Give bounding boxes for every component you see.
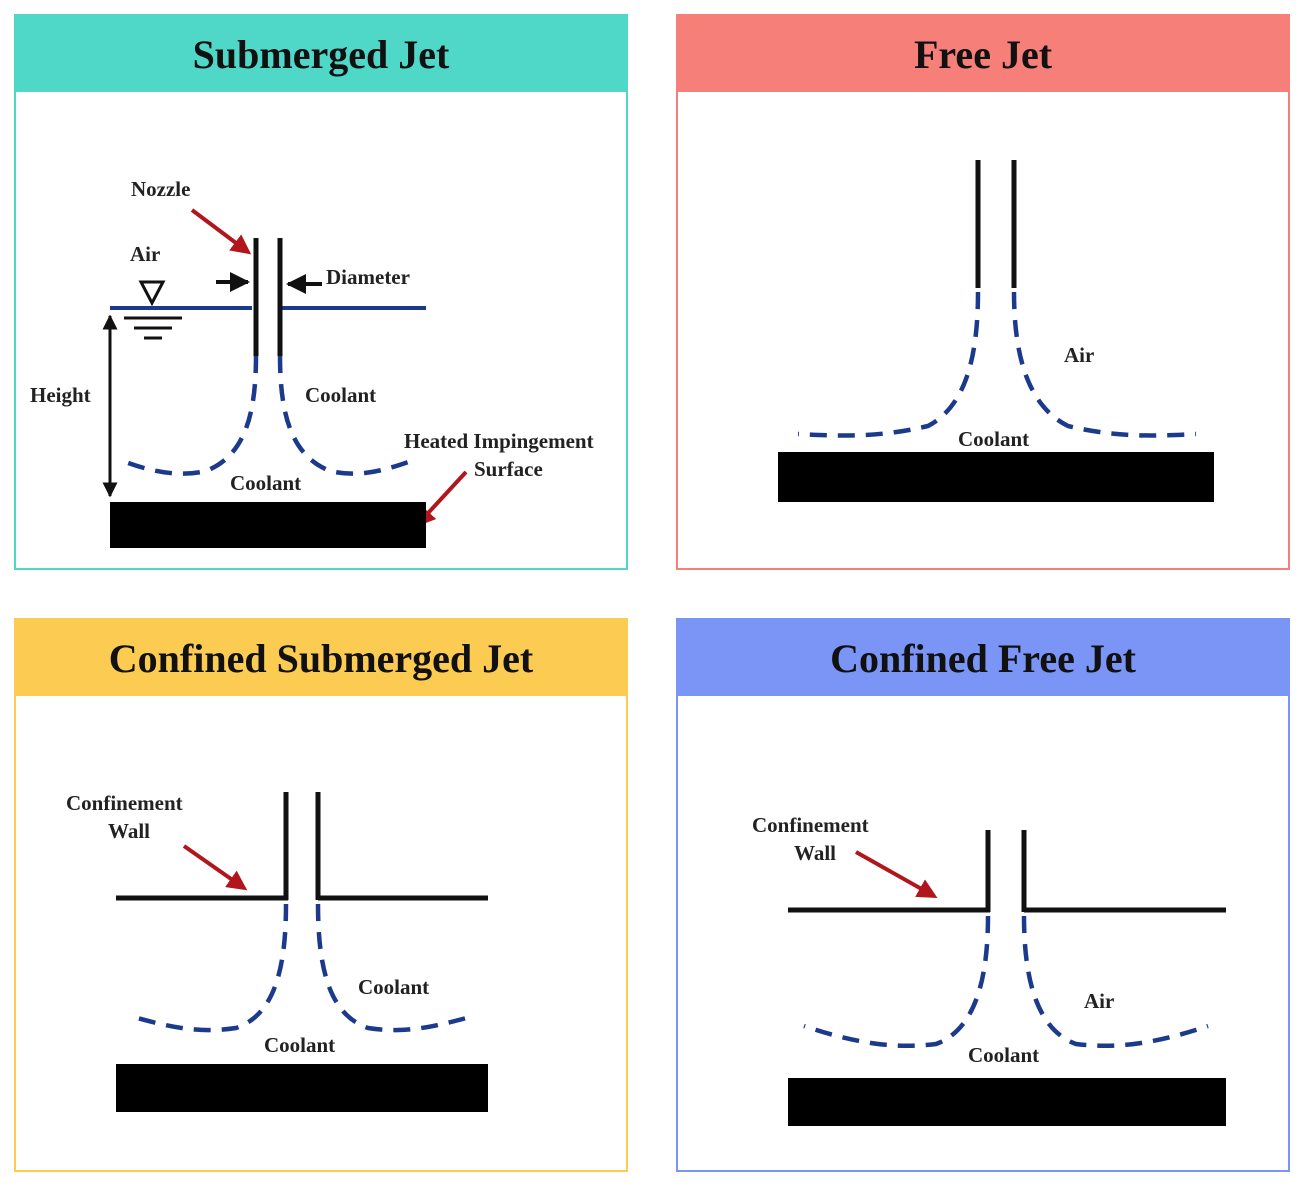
wall-pointer-arrow <box>182 844 248 891</box>
coolant-jet-flow <box>315 903 475 1033</box>
diameter-label: Diameter <box>326 265 410 289</box>
coolant-jet-flow <box>1021 915 1209 1048</box>
panel-title: Confined Free Jet <box>830 635 1136 681</box>
coolant-label: Coolant <box>958 427 1029 451</box>
panel-free-jet: Free Jet Air Coolant <box>676 14 1290 570</box>
air-label: Air <box>130 242 160 266</box>
panel-header: Confined Submerged Jet <box>16 620 626 696</box>
confined-submerged-jet-diagram: Confinement Wall Coolant Coolant <box>66 791 488 1112</box>
height-label: Height <box>30 383 91 407</box>
heated-surface <box>788 1078 1226 1126</box>
heated-surface-label: Surface <box>474 457 543 481</box>
panel-confined-submerged-jet: Confined Submerged Jet Confinement Wall … <box>14 618 628 1172</box>
heated-surface-label: Heated Impingement <box>404 429 594 453</box>
panel-confined-free-jet: Confined Free Jet Confinement Wall Air C… <box>676 618 1290 1172</box>
panel-title: Submerged Jet <box>192 31 450 77</box>
wall-pointer-arrow <box>855 850 938 898</box>
confined-free-jet-diagram: Confinement Wall Air Coolant <box>752 813 1226 1126</box>
free-jet-diagram: Air Coolant <box>778 160 1214 502</box>
nozzle-pointer-arrow <box>190 208 252 255</box>
coolant-jet-flow <box>129 903 289 1033</box>
coolant-jet-flow <box>803 915 991 1048</box>
coolant-label: Coolant <box>968 1043 1039 1067</box>
confinement-wall-label: Confinement <box>66 791 183 815</box>
coolant-jet-flow <box>797 291 981 438</box>
air-label: Air <box>1084 989 1114 1013</box>
panel-title: Confined Submerged Jet <box>108 635 534 681</box>
coolant-jet-flow <box>1011 291 1197 438</box>
nozzle-label: Nozzle <box>131 177 190 201</box>
water-level-icon <box>138 280 166 307</box>
confinement-wall-label: Wall <box>108 819 150 843</box>
coolant-label: Coolant <box>230 471 301 495</box>
air-label: Air <box>1064 343 1094 367</box>
coolant-label: Coolant <box>358 975 429 999</box>
panel-header: Free Jet <box>678 16 1288 92</box>
heated-surface <box>778 452 1214 502</box>
panel-submerged-jet: Submerged Jet <box>14 14 628 570</box>
heated-surface <box>110 502 426 548</box>
coolant-jet-flow <box>119 355 259 476</box>
panel-title: Free Jet <box>913 31 1053 77</box>
coolant-label: Coolant <box>305 383 376 407</box>
confinement-wall-label: Wall <box>794 841 836 865</box>
confinement-wall-label: Confinement <box>752 813 869 837</box>
coolant-label: Coolant <box>264 1033 335 1057</box>
panel-header: Submerged Jet <box>16 16 626 92</box>
heated-surface <box>116 1064 488 1112</box>
submerged-jet-diagram: Nozzle Air Diameter Height Coolant Coola… <box>30 177 594 548</box>
coolant-jet-flow <box>277 355 415 476</box>
panel-header: Confined Free Jet <box>678 620 1288 696</box>
